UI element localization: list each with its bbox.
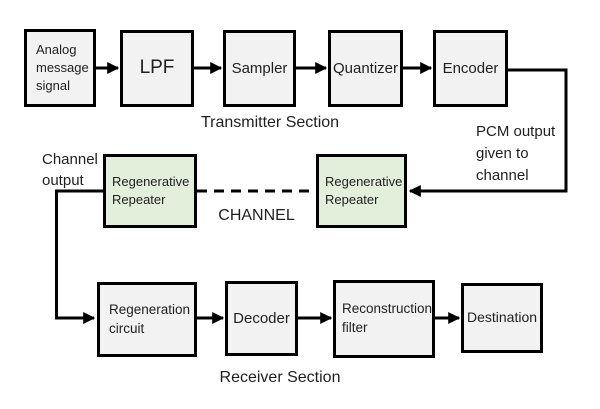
- block-decoder: Decoder: [225, 281, 298, 356]
- block-label: Regeneration circuit: [109, 301, 191, 336]
- block-lpf: LPF: [120, 30, 194, 107]
- channel-output-label: Channel output: [42, 151, 98, 189]
- block-label: Destination: [466, 309, 538, 326]
- block-label: Regenerative Repeater: [325, 173, 403, 207]
- block-regeneration-circuit: Regeneration circuit: [97, 282, 197, 357]
- block-label: LPF: [139, 57, 175, 79]
- block-label: Regenerative Repeater: [112, 173, 190, 207]
- block-reconstruction-filter: Reconstruction filter: [333, 280, 435, 358]
- block-analog-message-signal: Analog message signal: [24, 29, 96, 107]
- block-label: Reconstruction filter: [342, 301, 433, 335]
- block-encoder: Encoder: [433, 30, 508, 107]
- block-sampler: Sampler: [223, 30, 296, 107]
- transmitter-section-label: Transmitter Section: [200, 114, 340, 131]
- block-label: Sampler: [231, 60, 288, 77]
- block-label: Quantizer: [332, 60, 399, 77]
- block-label: Analog message signal: [36, 41, 89, 94]
- block-regenerative-repeater-left: Regenerative Repeater: [103, 154, 197, 228]
- block-regenerative-repeater-right: Regenerative Repeater: [316, 154, 407, 228]
- block-label: Encoder: [442, 60, 499, 77]
- pcm-output-label: PCM output given to channel: [476, 123, 556, 184]
- block-quantizer: Quantizer: [328, 30, 403, 107]
- receiver-section-label: Receiver Section: [219, 369, 341, 386]
- block-destination: Destination: [461, 283, 543, 353]
- block-label: Decoder: [233, 310, 290, 327]
- channel-label: CHANNEL: [218, 207, 295, 224]
